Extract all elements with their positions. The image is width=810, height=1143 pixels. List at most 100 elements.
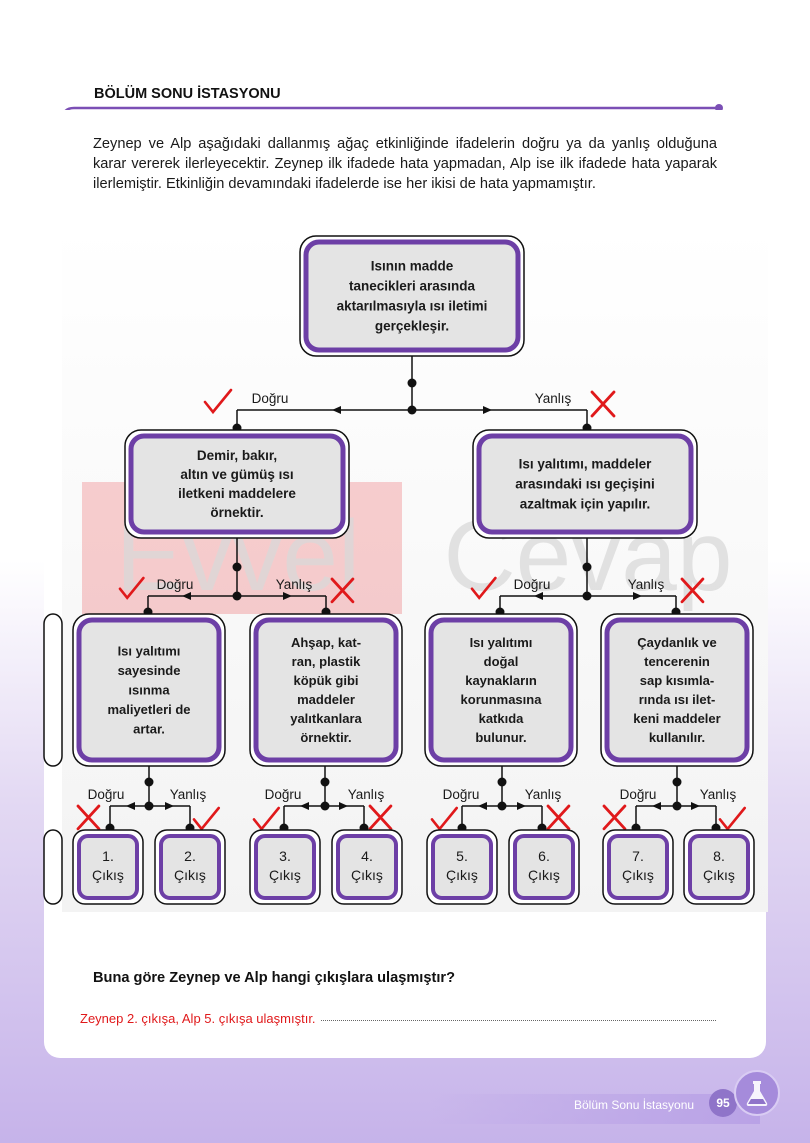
cross-mark — [330, 577, 355, 604]
answer-dotted-line — [80, 1020, 716, 1021]
cross-mark — [680, 577, 705, 604]
exit-box-inner — [254, 834, 316, 900]
level2-arrow-left — [652, 802, 661, 810]
root-arrow-left — [332, 406, 341, 414]
level1-arrow-right — [633, 592, 642, 600]
exit-number: 3. — [279, 848, 291, 864]
cross-mark — [368, 804, 393, 831]
level2-statement-box-line: köpük gibi — [294, 673, 359, 688]
exit-label: Çıkış — [446, 867, 478, 883]
root-statement-box-line: Isının madde — [371, 259, 454, 274]
question-text: Buna göre Zeynep ve Alp hangi çıkışlara … — [93, 970, 455, 986]
level2-statement-box-line: ısınma — [128, 683, 170, 698]
cross-mark — [546, 804, 571, 831]
level2-statement-box-line: korunmasına — [461, 692, 543, 707]
branch-label-true: Doğru — [88, 787, 125, 802]
branch-label-true: Doğru — [252, 391, 289, 406]
level1-arrow-right — [283, 592, 292, 600]
exit-number: 6. — [538, 848, 550, 864]
check-mark — [203, 388, 233, 415]
exit-number: 5. — [456, 848, 468, 864]
level2-arrow-right — [691, 802, 700, 810]
level2-junction-dot — [497, 801, 507, 811]
level2-stem-dot — [497, 777, 507, 787]
level2-statement-box-line: örnektir. — [300, 730, 351, 745]
level2-statement-box-line: Isı yalıtımı — [118, 644, 181, 659]
level1-statement-box-line: Demir, bakır, — [197, 448, 277, 463]
exit-box-inner — [431, 834, 493, 900]
check-mark — [430, 806, 458, 831]
level2-arrow-left — [300, 802, 309, 810]
footer-label: Bölüm Sonu İstasyonu — [574, 1098, 695, 1112]
level1-statement-box-line: örnektir. — [210, 505, 263, 520]
intro-paragraph: Zeynep ve Alp aşağıdaki dallanmış ağaç e… — [93, 136, 717, 192]
level1-statement-box-line: azaltmak için yapılır. — [520, 497, 651, 512]
level2-stem-dot — [672, 777, 682, 787]
level1-statement-box-inner — [476, 433, 694, 535]
branch-label-false: Yanlış — [628, 577, 665, 592]
level2-statement-box-inner — [253, 617, 399, 763]
branch-label-false: Yanlış — [170, 787, 207, 802]
flask-icon — [734, 1070, 780, 1116]
level2-statement-box-line: maddeler — [297, 692, 355, 707]
level2-statement-box-line: kullanılır. — [649, 730, 705, 745]
level2-statement-box-line: artar. — [133, 722, 165, 737]
exit-box-inner — [513, 834, 575, 900]
root-statement-box-inner — [303, 239, 521, 353]
branch-label-false: Yanlış — [700, 787, 737, 802]
check-mark — [470, 576, 497, 600]
level1-junction-dot — [232, 591, 242, 601]
level2-arrow-right — [339, 802, 348, 810]
level1-statement-box-line: Isı yalıtımı, maddeler — [519, 457, 653, 472]
level2-arrow-right — [517, 802, 526, 810]
branch-label-true: Doğru — [157, 577, 194, 592]
cross-mark — [76, 804, 101, 831]
level2-statement-box-line: Isı yalıtımı — [470, 635, 533, 650]
branch-label-false: Yanlış — [348, 787, 385, 802]
exit-number: 4. — [361, 848, 373, 864]
level2-junction-dot — [672, 801, 682, 811]
check-mark — [192, 806, 220, 831]
branch-label-true: Doğru — [265, 787, 302, 802]
exit-label: Çıkış — [174, 867, 206, 883]
level2-statement-box-line: maliyetleri de — [107, 702, 190, 717]
branch-label-true: Doğru — [443, 787, 480, 802]
level1-statement-box-line: arasındaki ısı geçişini — [515, 477, 655, 492]
root-stem-dot — [407, 378, 417, 388]
exit-label: Çıkış — [528, 867, 560, 883]
exit-number: 8. — [713, 848, 725, 864]
level2-statement-box-inner — [604, 617, 750, 763]
footer-band — [430, 1094, 760, 1124]
level2-statement-box-line: ran, plastik — [292, 654, 361, 669]
level1-stem-dot — [582, 562, 592, 572]
level1-arrow-left — [534, 592, 543, 600]
exit-label: Çıkış — [351, 867, 383, 883]
exit-number: 1. — [102, 848, 114, 864]
level2-statement-box-line: sap kısımla- — [640, 673, 714, 688]
root-statement-box-line: aktarılmasıyla ısı iletimi — [337, 299, 488, 314]
exit-label: Çıkış — [269, 867, 301, 883]
level2-statement-box-line: bulunur. — [475, 730, 526, 745]
level1-statement-box-line: altın ve gümüş ısı — [180, 467, 293, 482]
exit-label: Çıkış — [622, 867, 654, 883]
exit-box-inner — [159, 834, 221, 900]
level2-stem-dot — [320, 777, 330, 787]
level1-statement-box-inner — [128, 433, 346, 535]
edge-box-fragment — [43, 613, 63, 767]
root-statement-box-line: gerçekleşir. — [375, 319, 449, 334]
level2-statement-box-line: keni maddeler — [633, 711, 720, 726]
level2-statement-box-line: rında ısı ilet- — [639, 692, 716, 707]
level2-arrow-left — [478, 802, 487, 810]
branch-label-false: Yanlış — [525, 787, 562, 802]
section-title: BÖLÜM SONU İSTASYONU — [94, 86, 281, 102]
level2-arrow-right — [165, 802, 174, 810]
check-mark — [252, 806, 280, 831]
root-statement-box-line: tanecikleri arasında — [349, 279, 476, 294]
branch-label-true: Doğru — [620, 787, 657, 802]
edge-box-fragment — [43, 829, 63, 905]
level2-junction-dot — [144, 801, 154, 811]
root-arrow-right — [483, 406, 492, 414]
level2-statement-box-inner — [428, 617, 574, 763]
branch-label-false: Yanlış — [535, 391, 572, 406]
level2-statement-box-line: kaynakların — [465, 673, 537, 688]
